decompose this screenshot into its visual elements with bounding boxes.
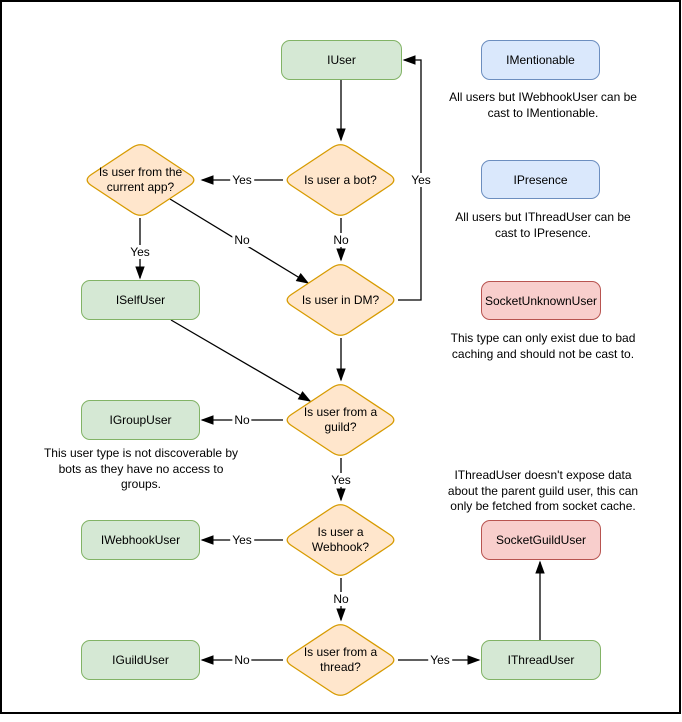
node-q-dm-shape	[286, 264, 395, 336]
edge-dm-to-iuser	[398, 55, 422, 301]
node-q-bot-shape	[286, 144, 395, 216]
node-q-webhook-shape	[286, 504, 395, 576]
node-q-current-app-shape	[86, 144, 195, 216]
edge-iselfuser-to-guild	[170, 319, 312, 402]
node-q-thread-shape	[286, 624, 395, 696]
edge-currentapp-to-dm	[169, 198, 310, 284]
node-q-guild-shape	[286, 384, 395, 456]
